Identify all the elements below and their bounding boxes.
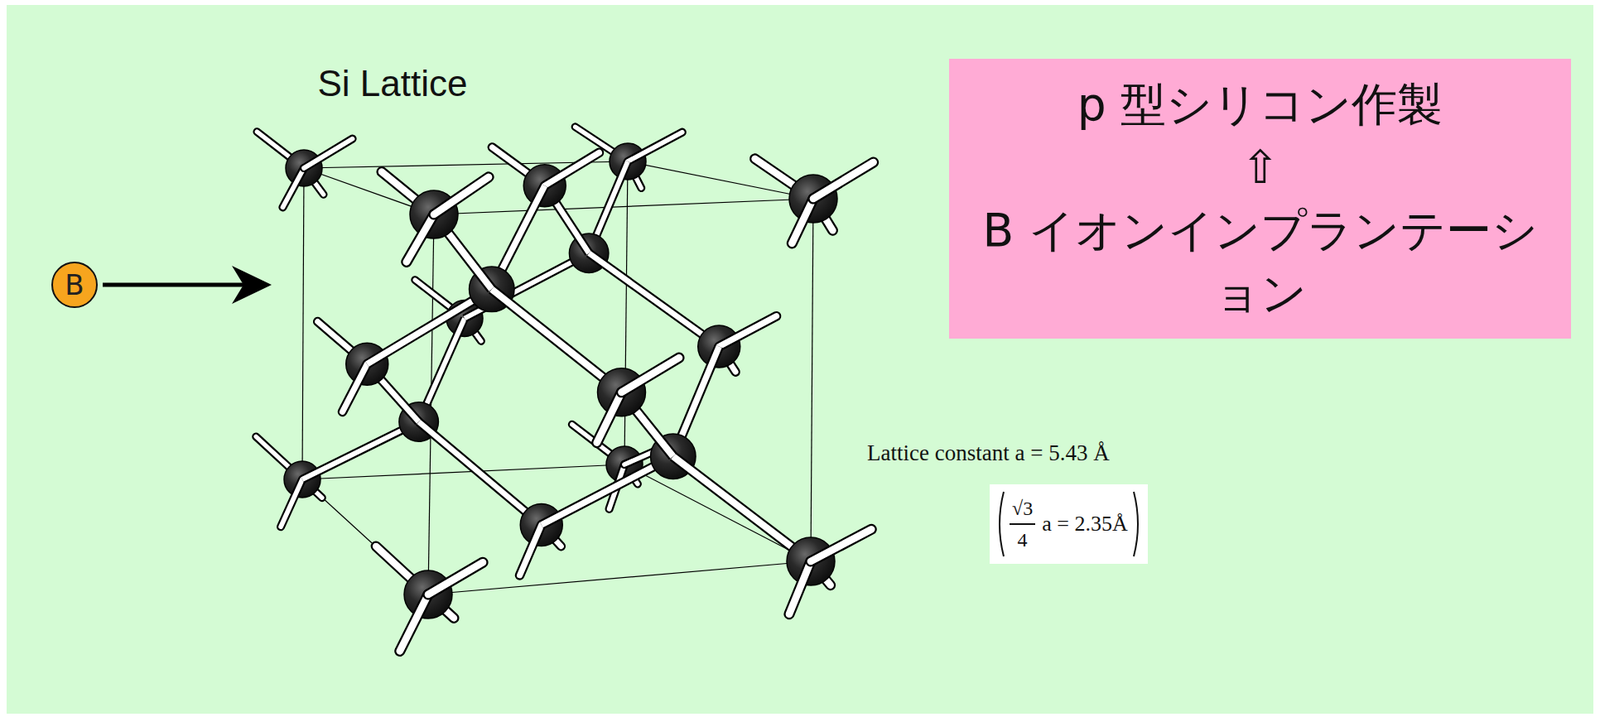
parenthesis-stroke [999, 491, 1004, 557]
parenthesis-stroke [1133, 491, 1138, 557]
arrow-shaft [102, 283, 249, 288]
arrow-head [231, 265, 272, 304]
lattice-constant-note: Lattice constant a = 5.43 Å [867, 440, 1110, 467]
bond-rod-outline [621, 357, 680, 393]
cube-edge [810, 198, 814, 562]
bond-rod [544, 152, 600, 186]
bond-length-value: a = 2.35Å [1041, 511, 1128, 537]
bond-rod-outline [597, 392, 622, 444]
bond-rod-outline [810, 529, 872, 562]
bond-rod-outline [400, 594, 429, 651]
bond-rod [621, 357, 680, 393]
right-parenthesis [1131, 489, 1143, 560]
fraction: √34 [1009, 496, 1036, 553]
bond-rod-outline [342, 364, 368, 413]
cube-edge [302, 464, 625, 480]
diagram-title: Si Lattice [318, 62, 468, 105]
left-parenthesis [994, 489, 1007, 560]
bond-rod [282, 168, 304, 208]
bond-rod-outline [520, 525, 542, 576]
bond-rod-outline [419, 421, 542, 526]
cube-edge [624, 464, 811, 562]
bond-rod [428, 562, 483, 595]
bond-rod-outline [282, 168, 304, 208]
bond-rod-outline [673, 456, 811, 562]
boron-ion: B [51, 261, 98, 309]
bond-rod-outline [789, 561, 811, 615]
bond-rod-outline [406, 214, 434, 262]
bond-rod-outline [813, 162, 874, 199]
bond-rod [791, 198, 814, 244]
bond-rod-outline [428, 562, 483, 595]
bond-rod-outline [491, 289, 622, 392]
bond-rod [433, 177, 489, 215]
bond-rod [627, 132, 683, 162]
bond-rod-outline [544, 152, 600, 186]
cube-edge [302, 168, 304, 480]
bond-rod-outline [588, 253, 719, 347]
node-text: B イオンインプランテーション [973, 198, 1547, 325]
bond-length-formula: √34a = 2.35Å [989, 484, 1148, 564]
bond-rod [588, 253, 719, 347]
node-text: p 型シリコン作製 [1077, 72, 1443, 136]
process-box: p 型シリコン作製⇧B イオンインプランテーション [949, 58, 1572, 339]
bond-rod [342, 364, 368, 413]
bond-rod [718, 316, 776, 347]
bond-rod [789, 561, 811, 615]
bond-rod [810, 529, 872, 562]
bond-rod [419, 421, 542, 526]
bond-rod [406, 214, 434, 262]
bond-rod [400, 594, 429, 651]
bond-rod-outline [718, 316, 776, 347]
bond-rod-outline [627, 132, 683, 162]
fraction-bar [1009, 523, 1036, 526]
bond-rod-outline [791, 198, 814, 244]
cube-edge [302, 479, 429, 595]
bond-rod [673, 456, 811, 562]
bond-rod-outline [303, 139, 353, 169]
bond-rod [280, 479, 303, 527]
bond-rod-outline [433, 177, 489, 215]
bond-rod [520, 525, 542, 576]
up-arrow-symbol: ⇧ [1240, 135, 1279, 199]
bond-rod [597, 392, 622, 444]
bond-rod [303, 139, 353, 169]
cube-edge [433, 198, 814, 215]
bond-rod [813, 162, 874, 199]
node-text: B [64, 270, 84, 299]
fraction-denominator: 4 [1017, 527, 1028, 553]
bond-rod-outline [280, 479, 303, 527]
fraction-numerator: √3 [1009, 496, 1036, 521]
cube-edge [428, 561, 811, 595]
bond-rod [491, 289, 622, 392]
